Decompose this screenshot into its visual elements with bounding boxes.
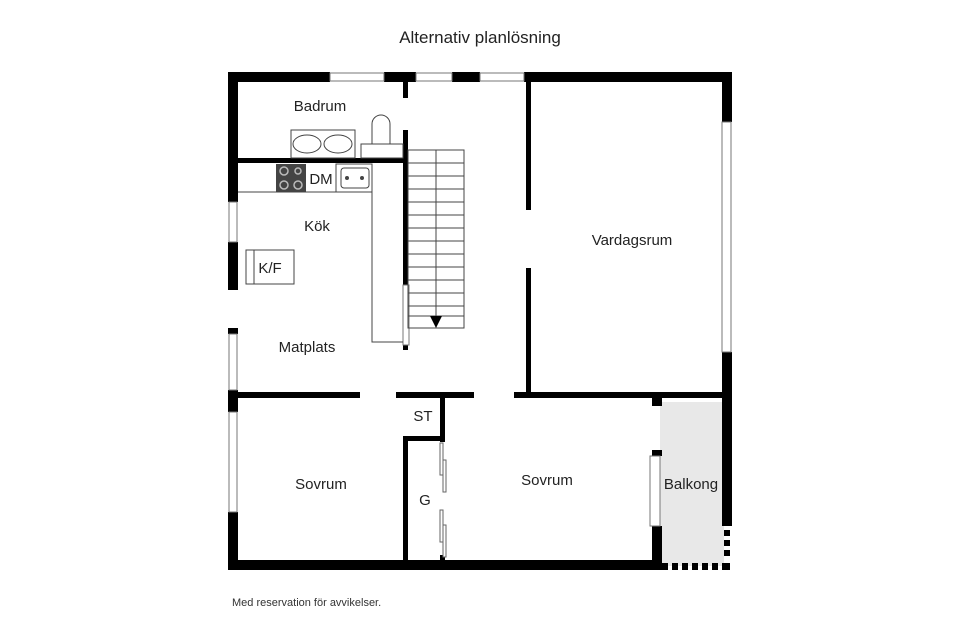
balcony-area [660, 402, 724, 566]
room-label-vardagsrum: Vardagsrum [592, 232, 673, 249]
stair-treads [408, 162, 464, 317]
fixture-label-dm: DM [309, 171, 332, 188]
room-label-matplats: Matplats [279, 339, 336, 356]
room-label-st: ST [413, 408, 432, 425]
disclaimer: Med reservation för avvikelser. [232, 597, 382, 609]
stair-arrow-icon [430, 316, 442, 328]
room-label-balkong: Balkong [664, 476, 718, 493]
windows [228, 72, 732, 527]
room-label-kok: Kök [304, 218, 330, 235]
room-label-sovrum-left: Sovrum [295, 476, 347, 493]
room-label-sovrum-right: Sovrum [521, 472, 573, 489]
walls [228, 72, 732, 570]
plan-title: Alternativ planlösning [399, 28, 561, 47]
sink-icon [345, 176, 349, 180]
fixture-label-kf: K/F [258, 260, 281, 277]
room-label-badrum: Badrum [294, 98, 347, 115]
room-label-g: G [419, 492, 431, 509]
wardrobe-doors [439, 442, 447, 558]
